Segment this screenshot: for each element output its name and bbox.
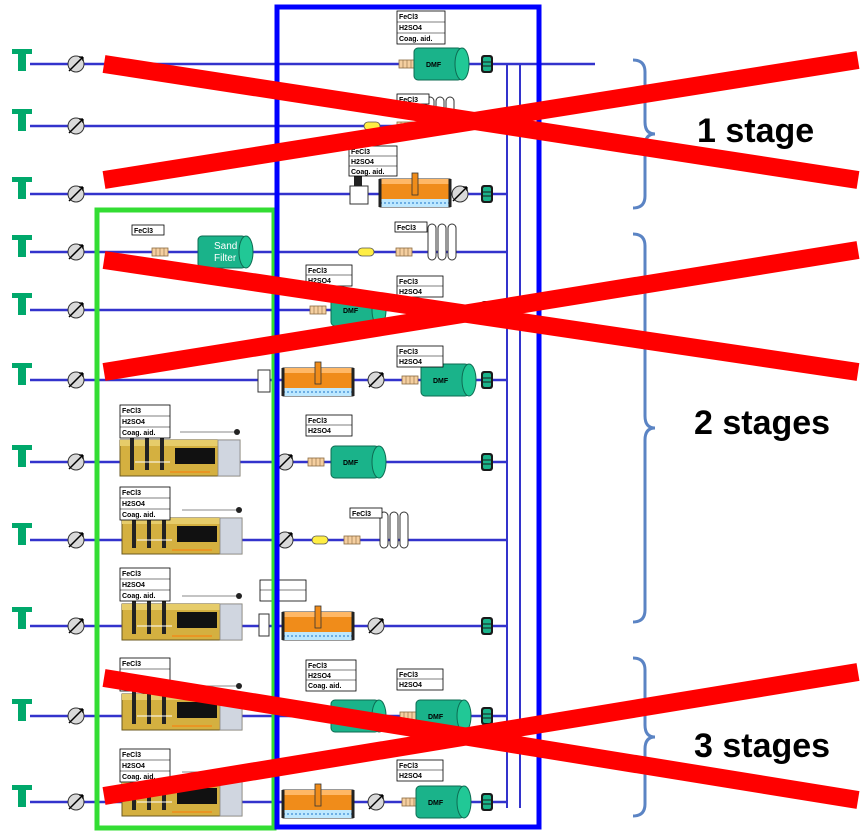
svg-text:H2SO4: H2SO4: [399, 682, 422, 689]
svg-text:FeCl3: FeCl3: [122, 661, 141, 668]
svg-text:Coag. aid.: Coag. aid.: [122, 430, 156, 437]
chem-label-box: FeCl3 H2SO4: [397, 276, 443, 297]
svg-text:FeCl3: FeCl3: [399, 14, 418, 21]
svg-text:FeCl3: FeCl3: [122, 490, 141, 497]
svg-text:FeCl3: FeCl3: [308, 418, 327, 425]
stage-label-1: 1 stage: [697, 112, 814, 150]
process-line-3: [12, 173, 507, 207]
chem-label-box: FeCl3 H2SO4 Coag. aid.: [120, 749, 170, 782]
chem-label-box: FeCl3 H2SO4 Coag. aid.: [120, 568, 170, 601]
svg-text:FeCl3: FeCl3: [399, 279, 418, 286]
svg-text:H2SO4: H2SO4: [122, 419, 145, 426]
chem-label-box: [260, 580, 306, 601]
chem-label-box: FeCl3: [395, 222, 427, 232]
process-line-8: [12, 506, 507, 554]
dmf-label: DMF: [343, 308, 359, 315]
svg-text:H2SO4: H2SO4: [122, 763, 145, 770]
svg-text:H2SO4: H2SO4: [399, 359, 422, 366]
chem-label-box: FeCl3 H2SO4 Coag. aid.: [349, 146, 397, 176]
svg-text:H2SO4: H2SO4: [399, 289, 422, 296]
svg-text:FeCl3: FeCl3: [122, 571, 141, 578]
svg-text:FeCl3: FeCl3: [351, 149, 370, 156]
svg-text:FeCl3: FeCl3: [399, 763, 418, 770]
svg-text:FeCl3: FeCl3: [308, 268, 327, 275]
svg-text:FeCl3: FeCl3: [308, 663, 327, 670]
svg-text:Coag. aid.: Coag. aid.: [122, 593, 156, 600]
dmf-label: DMF: [343, 460, 359, 467]
svg-text:H2SO4: H2SO4: [399, 773, 422, 780]
svg-text:Coag. aid.: Coag. aid.: [399, 36, 433, 43]
chem-label-box: FeCl3 H2SO4 Coag. aid.: [120, 487, 170, 520]
chem-label-box: FeCl3 H2SO4: [397, 760, 443, 781]
svg-text:FeCl3: FeCl3: [122, 752, 141, 759]
svg-text:FeCl3: FeCl3: [397, 225, 416, 232]
svg-text:FeCl3: FeCl3: [122, 408, 141, 415]
process-line-9: [12, 592, 507, 640]
svg-text:FeCl3: FeCl3: [134, 228, 153, 235]
stage-label-2: 2 stages: [694, 404, 830, 442]
chem-label-box: FeCl3 H2SO4 Coag. aid.: [306, 660, 356, 691]
chem-label-box: FeCl3 H2SO4: [397, 669, 443, 690]
chem-label-box: FeCl3 H2SO4 Coag. aid.: [397, 11, 445, 44]
chem-label-box: FeCl3 H2SO4: [397, 346, 443, 367]
process-line-4: [12, 224, 507, 268]
svg-text:Coag. aid.: Coag. aid.: [308, 683, 342, 690]
svg-text:H2SO4: H2SO4: [351, 159, 374, 166]
chem-label-box: FeCl3 H2SO4: [306, 415, 352, 436]
sand-filter-label: Filter: [214, 253, 237, 264]
svg-text:FeCl3: FeCl3: [399, 672, 418, 679]
brace-3-stages: [633, 658, 655, 816]
svg-text:Coag. aid.: Coag. aid.: [351, 169, 385, 176]
svg-text:Coag. aid.: Coag. aid.: [122, 512, 156, 519]
dmf-label: DMF: [433, 378, 449, 385]
dmf-label: DMF: [428, 714, 444, 721]
svg-text:H2SO4: H2SO4: [308, 428, 331, 435]
brace-1-stage: [633, 60, 655, 208]
chem-label-box: FeCl3: [350, 508, 382, 518]
svg-text:H2SO4: H2SO4: [122, 501, 145, 508]
sand-filter-label: Sand: [214, 241, 237, 252]
svg-text:H2SO4: H2SO4: [308, 673, 331, 680]
chem-label-box: FeCl3 H2SO4 Coag. aid.: [120, 405, 170, 438]
svg-text:FeCl3: FeCl3: [352, 511, 371, 518]
chem-label-box: FeCl3: [132, 225, 164, 235]
process-line-7: [12, 428, 507, 478]
svg-text:H2SO4: H2SO4: [399, 25, 422, 32]
stage-label-3: 3 stages: [694, 727, 830, 765]
dmf-label: DMF: [428, 800, 444, 807]
dmf-label: DMF: [426, 62, 442, 69]
svg-text:FeCl3: FeCl3: [399, 349, 418, 356]
svg-text:H2SO4: H2SO4: [122, 582, 145, 589]
